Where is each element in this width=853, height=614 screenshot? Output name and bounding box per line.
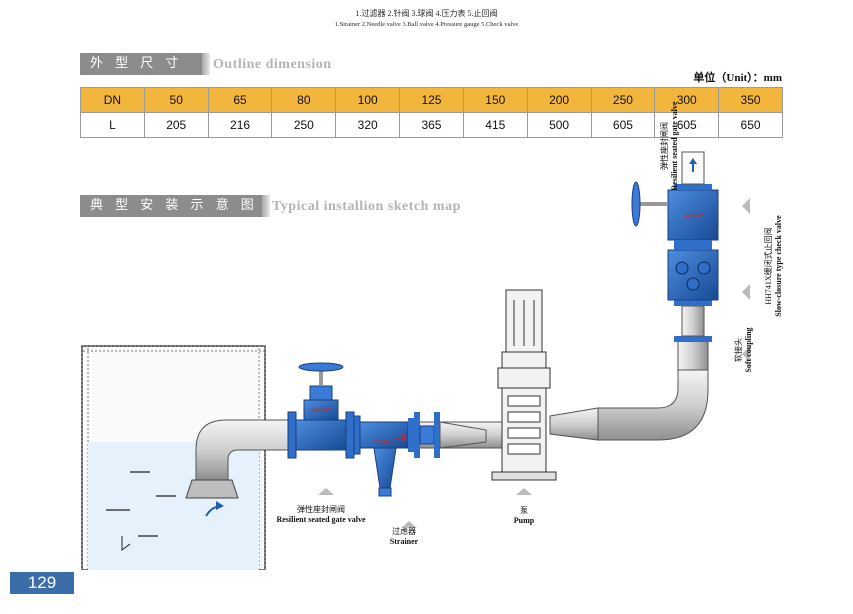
label-en: Pump <box>513 516 535 525</box>
dimension-table: DN 50 65 80 100 125 150 200 250 300 350 … <box>80 87 783 138</box>
slow-closure-check-valve <box>667 244 719 301</box>
table-row-dn: DN 50 65 80 100 125 150 200 250 300 350 <box>80 87 783 113</box>
legend-en: 1.Strainer 2.Needle valve 3.Ball valve 4… <box>334 21 519 28</box>
table-cell: 365 <box>399 112 464 138</box>
pointer-icon <box>401 521 417 528</box>
table-cell: 80 <box>271 87 337 113</box>
label-zh: HH741X缓闭式止回阀 <box>764 227 773 305</box>
table-cell: 500 <box>526 112 592 138</box>
label-zh: 软接头 <box>734 338 743 362</box>
label-zh: 泵 <box>520 506 528 515</box>
table-cell: 250 <box>590 87 656 113</box>
table-cell: 350 <box>718 87 783 113</box>
right-gate-valve-label: 弹性座封闸阀 Resilient seated gate valve <box>660 82 680 210</box>
strainer: YomteY <box>353 415 409 497</box>
table-cell: 216 <box>207 112 273 138</box>
table-cell: 50 <box>143 87 209 113</box>
discharge-pipe <box>549 300 712 441</box>
strainer-label: 过虑器 Strainer <box>376 527 432 547</box>
table-cell: 300 <box>654 87 720 113</box>
table-cell: 100 <box>335 87 401 113</box>
legend-zh: 1.过滤器 2.针阀 3.球阀 4.压力表 5.止回阀 <box>355 9 498 18</box>
table-cell: L <box>80 112 145 138</box>
table-cell: 125 <box>399 87 464 113</box>
label-zh: 过虑器 <box>392 527 416 536</box>
water-tank <box>81 345 266 570</box>
pointer-icon <box>742 284 750 300</box>
table-cell: DN <box>80 87 145 113</box>
brand-label: YomteY <box>683 214 704 220</box>
table-row-l: L 205 216 250 320 365 415 500 605 605 65… <box>80 112 783 138</box>
table-cell: 605 <box>590 112 656 138</box>
table-cell: 205 <box>143 112 209 138</box>
pointer-icon <box>742 346 750 362</box>
brand-label: YomteY <box>374 440 395 446</box>
table-cell: 200 <box>526 87 592 113</box>
install-title-zh: 典 型 安 装 示 意 图 <box>80 195 270 217</box>
soft-coupling-label: 软接头 Soft coupling <box>734 318 754 382</box>
label-zh: 弹性座封闸阀 <box>297 505 345 514</box>
install-title-en: Typical installion sketch map <box>272 199 461 214</box>
pipe-fittings <box>408 412 487 458</box>
table-cell: 65 <box>207 87 273 113</box>
table-cell: 415 <box>462 112 528 138</box>
suction-pipe <box>185 419 289 517</box>
table-cell: 250 <box>271 112 337 138</box>
label-zh: 弹性座封闸阀 <box>660 122 669 170</box>
valve-legend: 1.过滤器 2.针阀 3.球阀 4.压力表 5.止回阀 1.Strainer 2… <box>0 8 853 30</box>
label-en: Slow-closure type check valve <box>774 215 783 317</box>
check-valve-label: HH741X缓闭式止回阀 Slow-closure type check val… <box>764 202 784 330</box>
label-en: Soft coupling <box>744 327 753 373</box>
label-en: Resilient seated gate valve <box>276 515 366 524</box>
pointer-icon <box>516 488 532 495</box>
table-cell: 150 <box>462 87 528 113</box>
pump-label: 泵 Pump <box>500 506 548 526</box>
brand-label: YomteY <box>311 408 332 414</box>
table-cell: 320 <box>335 112 401 138</box>
table-cell: 650 <box>718 112 783 138</box>
right-gate-valve: YomteY <box>631 151 719 246</box>
unit-label: 单位（Unit）：mm <box>693 72 782 84</box>
pump <box>491 289 557 481</box>
flow-up-arrow-icon <box>689 158 697 172</box>
page-number: 129 <box>10 572 74 594</box>
label-en: Resilient seated gate valve <box>670 101 679 191</box>
gate-valve: YomteY <box>287 362 355 459</box>
table-cell: 605 <box>654 112 720 138</box>
label-en: Strainer <box>389 537 419 546</box>
outline-title-zh: 外 型 尺 寸 <box>80 53 210 75</box>
outline-title-en: Outline dimension <box>213 57 332 72</box>
pointer-icon <box>318 488 334 495</box>
pointer-icon <box>742 198 750 214</box>
installation-sketch: YomteY YomteY <box>81 151 750 570</box>
gate-valve-label: 弹性座封闸阀 Resilient seated gate valve <box>262 505 380 525</box>
